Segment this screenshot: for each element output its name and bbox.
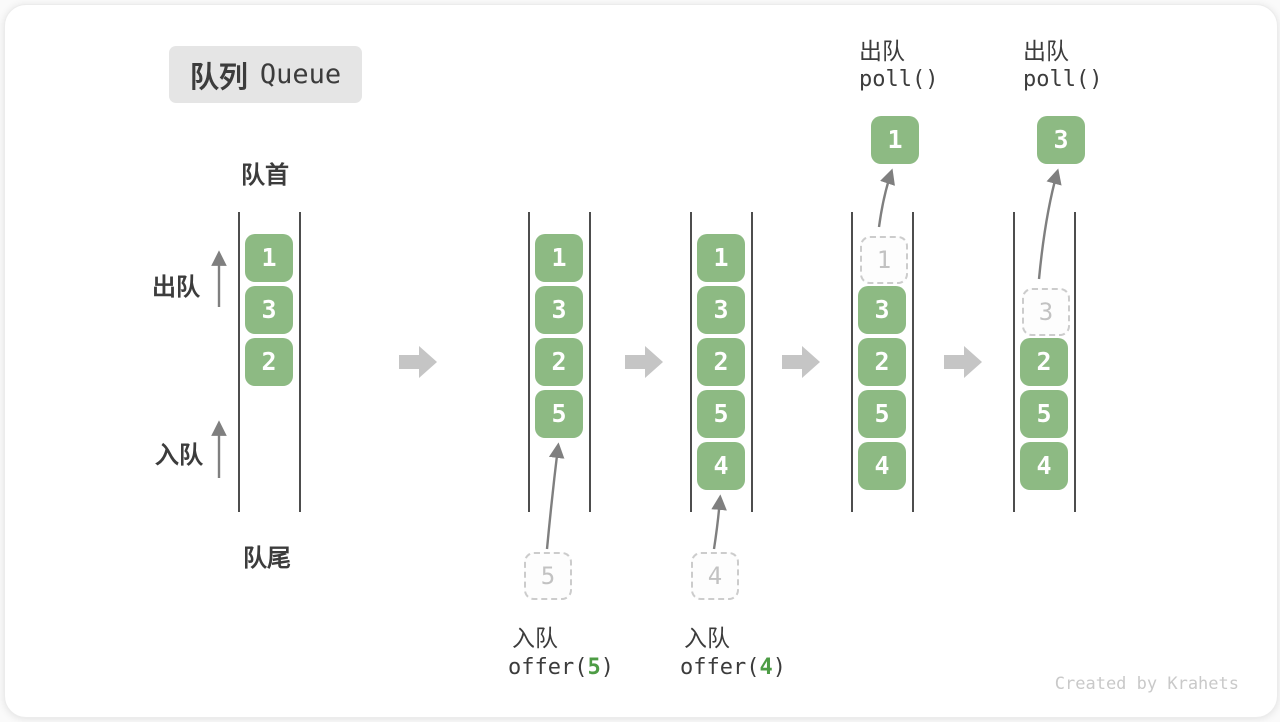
queue-cell: 2: [1020, 338, 1068, 386]
queue-cell: 2: [697, 338, 745, 386]
queue-rail: [299, 212, 301, 512]
op-enqueue-label: 入队: [684, 626, 730, 652]
queue-cell: 3: [697, 286, 745, 334]
queue-rail: [528, 212, 530, 512]
queue-cell: 5: [1020, 390, 1068, 438]
queue-cell: 3: [858, 286, 906, 334]
flow-arrow-icon: [782, 346, 820, 378]
enqueue-4-arrow-icon: [711, 494, 727, 550]
queue-rail: [589, 212, 591, 512]
queue-diagram: 队列 Queue 队首 队尾 出队 入队 1 3 2 1 3 2 5 5 入队 …: [4, 4, 1278, 718]
title-en: Queue: [259, 59, 342, 90]
flow-arrow-icon: [625, 346, 663, 378]
queue-rail: [238, 212, 240, 512]
queue-cell: 3: [245, 286, 293, 334]
queue-cell: 2: [245, 338, 293, 386]
code-arg: 5: [587, 655, 601, 680]
title-badge: 队列 Queue: [169, 46, 362, 103]
queue-cell: 4: [1020, 442, 1068, 490]
queue-rail: [1013, 212, 1015, 512]
queue-cell: 2: [535, 338, 583, 386]
code-prefix: offer(: [508, 655, 588, 680]
incoming-ghost-cell: 4: [691, 552, 739, 600]
flow-arrow-icon: [944, 346, 982, 378]
code-suffix: ): [772, 655, 786, 680]
queue-rail: [851, 212, 853, 512]
removed-ghost-cell: 1: [860, 236, 908, 284]
watermark: Created by Krahets: [1054, 674, 1239, 694]
queue-rail: [1074, 212, 1076, 512]
extracted-cell: 3: [1037, 116, 1085, 164]
op-enqueue-label: 入队: [512, 626, 558, 652]
queue-rail: [912, 212, 914, 512]
extracted-cell: 1: [871, 116, 919, 164]
op-dequeue-label: 出队: [859, 39, 905, 65]
incoming-ghost-cell: 5: [524, 552, 572, 600]
queue-cell: 1: [535, 234, 583, 282]
op-dequeue-code: poll(): [1023, 67, 1103, 92]
poll-3-arrow-icon: [1037, 168, 1062, 280]
queue-cell: 1: [245, 234, 293, 282]
op-dequeue-code: poll(): [859, 67, 939, 92]
op-dequeue-label: 出队: [1023, 39, 1069, 65]
code-suffix: ): [600, 655, 614, 680]
op-enqueue-code: offer(4): [680, 655, 786, 680]
queue-cell: 3: [535, 286, 583, 334]
queue-cell: 5: [697, 390, 745, 438]
queue-cell: 5: [858, 390, 906, 438]
code-prefix: offer(: [680, 655, 760, 680]
queue-rail: [751, 212, 753, 512]
queue-cell: 5: [535, 390, 583, 438]
label-dequeue-side: 出队: [152, 273, 200, 301]
poll-1-arrow-icon: [877, 168, 895, 228]
queue-cell: 2: [858, 338, 906, 386]
label-enqueue-side: 入队: [155, 441, 203, 469]
enqueue-5-arrow-icon: [545, 442, 565, 550]
queue-cell: 4: [858, 442, 906, 490]
title-zh: 队列: [189, 59, 248, 94]
flow-arrow-icon: [399, 346, 437, 378]
op-enqueue-code: offer(5): [508, 655, 614, 680]
arrows-layer: [211, 168, 1062, 550]
queue-cell: 4: [697, 442, 745, 490]
label-queue-rear: 队尾: [243, 544, 291, 572]
queue-cell: 1: [697, 234, 745, 282]
label-queue-front: 队首: [241, 161, 289, 189]
queue-rail: [690, 212, 692, 512]
code-arg: 4: [759, 655, 773, 680]
removed-ghost-cell: 3: [1022, 288, 1070, 336]
